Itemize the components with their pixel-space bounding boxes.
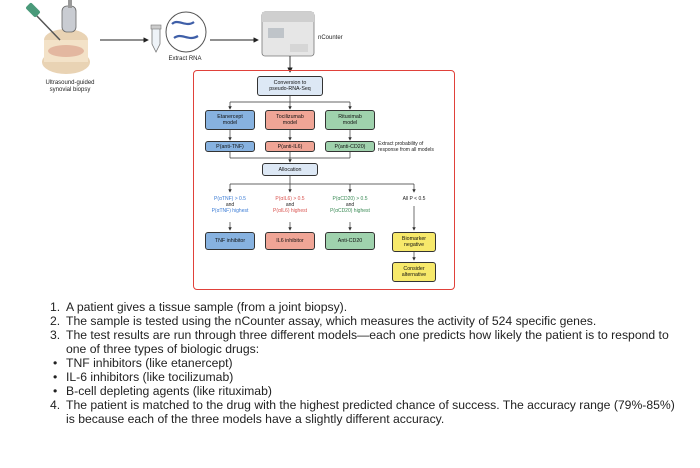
step-4: 4. The patient is matched to the drug wi… [50, 398, 685, 426]
synovial-biopsy-illustration [26, 0, 90, 74]
bullet-text: B-cell depleting agents (like rituximab) [66, 384, 272, 398]
condition-tnf: P(αTNF) > 0.5 and P(αTNF) highest [211, 196, 249, 214]
bullet-tnf: • TNF inhibitors (like etanercept) [50, 356, 685, 370]
bullet-il6: • IL-6 inhibitors (like tocilizumab) [50, 370, 685, 384]
step-1: 1. A patient gives a tissue sample (from… [50, 300, 685, 314]
step-marker: 4. [50, 398, 61, 412]
condition-il6: P(αIL6) > 0.5 and P(αIL6) highest [272, 196, 308, 214]
step-text: A patient gives a tissue sample (from a … [66, 300, 348, 314]
ncounter-device-illustration [261, 11, 315, 57]
prob-anti-tnf-box: P(anti-TNF) [205, 141, 255, 152]
step-marker: 3. [50, 328, 61, 342]
step-marker: 2. [50, 314, 61, 328]
prob-anti-il6-box: P(anti-IL6) [265, 141, 315, 152]
biopsy-caption: Ultrasound-guided synovial biopsy [45, 80, 95, 93]
step-text: The test results are run through three d… [66, 328, 669, 356]
rna-extraction-illustration [150, 11, 207, 53]
bullet-marker: • [53, 356, 58, 370]
extract-probability-note: Extract probability of response from all… [378, 141, 434, 153]
step-3: 3. The test results are run through thre… [50, 328, 685, 356]
bullet-text: TNF inhibitors (like etanercept) [66, 356, 233, 370]
outcome-tnf-inhibitor: TNF inhibitor [205, 232, 255, 250]
step-text: The sample is tested using the nCounter … [66, 314, 597, 328]
outcome-il6-inhibitor: IL6 inhibitor [265, 232, 315, 250]
steps-list: 1. A patient gives a tissue sample (from… [50, 300, 685, 426]
step-text: The patient is matched to the drug with … [66, 398, 675, 426]
step-2: 2. The sample is tested using the nCount… [50, 314, 685, 328]
step-marker: 1. [50, 300, 61, 314]
prob-anti-cd20-box: P(anti-CD20) [325, 141, 375, 152]
rna-caption: Extract RNA [168, 56, 202, 62]
bullet-text: IL-6 inhibitors (like tocilizumab) [66, 370, 234, 384]
bullet-bcell: • B-cell depleting agents (like rituxima… [50, 384, 685, 398]
conversion-box: Conversion to pseudo-RNA-Seq [257, 76, 323, 96]
outcome-anti-cd20: Anti-CD20 [325, 232, 375, 250]
condition-all-low: All P < 0.5 [402, 196, 426, 202]
bullet-marker: • [53, 370, 58, 384]
condition-cd20: P(αCD20) > 0.5 and P(αCD20) highest [330, 196, 370, 214]
pipeline-graphics [26, 0, 315, 74]
device-caption: nCounter [318, 35, 343, 41]
algorithm-panel [193, 70, 455, 290]
allocation-box: Allocation [262, 163, 318, 176]
bullet-marker: • [53, 384, 58, 398]
flow-connectors [228, 96, 416, 261]
